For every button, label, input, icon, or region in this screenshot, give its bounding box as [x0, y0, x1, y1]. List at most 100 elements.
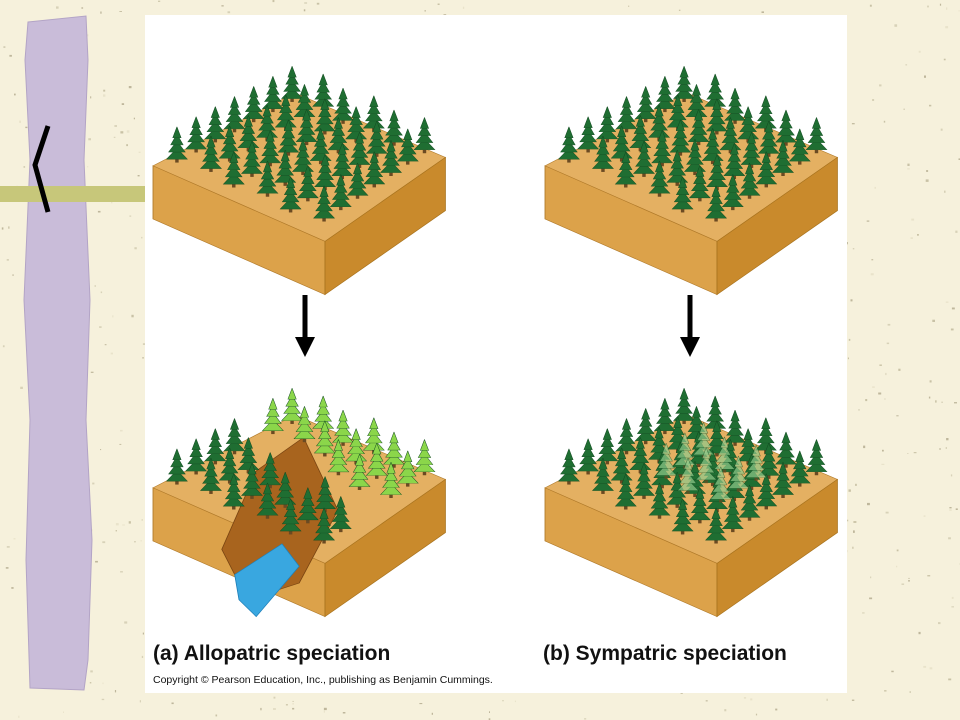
conifer-tree-icon — [362, 417, 385, 454]
conifer-tree-icon — [241, 141, 263, 177]
conifer-tree-icon — [671, 176, 694, 213]
conifer-tree-icon — [633, 463, 655, 499]
conifer-tree-icon — [634, 86, 657, 123]
conifer-tree-icon — [295, 109, 318, 146]
conifer-tree-icon — [293, 406, 316, 443]
conifer-tree-icon — [204, 428, 227, 465]
conifer-tree-icon — [772, 140, 794, 177]
conifer-tree-icon — [596, 428, 619, 465]
conifer-tree-icon — [242, 86, 265, 123]
conifer-tree-icon — [805, 439, 828, 476]
conifer-tree-icon — [740, 132, 763, 168]
down-arrow-icon — [295, 295, 315, 357]
conifer-tree-icon — [383, 431, 405, 468]
conifer-tree-icon — [757, 120, 780, 157]
conifer-tree-icon — [754, 417, 777, 454]
conifer-tree-icon — [655, 442, 678, 479]
conifer-tree-icon — [222, 473, 245, 510]
conifer-tree-icon — [745, 444, 768, 481]
conifer-tree-icon — [274, 94, 297, 131]
olive-bar — [0, 186, 150, 202]
conifer-tree-icon — [633, 141, 655, 177]
conifer-tree-icon — [757, 442, 780, 479]
conifer-tree-icon — [256, 482, 279, 519]
conifer-tree-icon — [281, 66, 304, 102]
conifer-tree-icon — [755, 473, 778, 510]
conifer-tree-icon — [673, 388, 696, 424]
decorative-post — [0, 15, 150, 691]
caption-allopatric: (a) Allopatric speciation — [153, 642, 391, 665]
conifer-tree-icon — [261, 398, 284, 435]
figure-illustration — [152, 66, 839, 618]
conifer-tree-icon — [261, 76, 284, 113]
conifer-tree-icon — [775, 109, 797, 146]
conifer-tree-icon — [772, 462, 794, 499]
conifer-tree-icon — [165, 126, 188, 163]
conifer-tree-icon — [721, 174, 744, 211]
conifer-tree-icon — [721, 496, 744, 533]
speciation-figure: (a) Allopatric speciation (b) Sympatric … — [145, 15, 847, 693]
conifer-tree-icon — [281, 388, 304, 424]
conifer-tree-icon — [185, 116, 208, 153]
conifer-tree-icon — [346, 162, 369, 199]
conifer-tree-icon — [362, 95, 385, 132]
conifer-tree-icon — [577, 116, 600, 153]
conifer-tree-icon — [380, 462, 402, 499]
copyright-notice: Copyright © Pearson Education, Inc., pub… — [153, 674, 493, 686]
conifer-tree-icon — [557, 448, 580, 485]
conifer-tree-icon — [671, 498, 694, 535]
conifer-tree-icon — [724, 409, 746, 446]
conifer-tree-icon — [685, 84, 708, 121]
conifer-tree-icon — [313, 185, 335, 222]
conifer-tree-icon — [713, 436, 736, 473]
conifer-tree-icon — [200, 458, 222, 494]
conifer-tree-icon — [788, 128, 811, 165]
conifer-tree-icon — [653, 398, 676, 435]
conifer-tree-icon — [709, 466, 732, 503]
conifer-tree-icon — [673, 66, 696, 102]
conifer-tree-icon — [363, 151, 386, 188]
conifer-tree-icon — [256, 160, 279, 197]
conifer-tree-icon — [695, 447, 718, 484]
conifer-tree-icon — [259, 130, 282, 167]
sympatric-result-block — [544, 388, 839, 618]
conifer-tree-icon — [348, 132, 371, 168]
conifer-tree-icon — [332, 87, 354, 124]
conifer-tree-icon — [365, 442, 388, 479]
conifer-tree-icon — [329, 174, 352, 211]
conifer-tree-icon — [327, 439, 350, 476]
conifer-tree-icon — [332, 409, 354, 446]
conifer-tree-icon — [185, 438, 208, 475]
conifer-tree-icon — [279, 176, 302, 213]
conifer-tree-icon — [688, 165, 711, 202]
conifer-tree-icon — [557, 126, 580, 163]
conifer-tree-icon — [296, 165, 319, 202]
conifer-tree-icon — [413, 439, 436, 476]
allopatric-start-block — [152, 66, 447, 296]
conifer-tree-icon — [614, 473, 637, 510]
conifer-tree-icon — [687, 109, 710, 146]
conifer-tree-icon — [738, 162, 761, 199]
conifer-tree-icon — [296, 487, 319, 524]
conifer-tree-icon — [241, 463, 263, 499]
conifer-tree-icon — [648, 104, 671, 141]
conifer-tree-icon — [313, 507, 335, 544]
down-arrow-icon — [680, 295, 700, 357]
conifer-tree-icon — [805, 117, 828, 154]
conifer-tree-icon — [648, 482, 671, 519]
conifer-tree-icon — [754, 95, 777, 132]
conifer-tree-icon — [331, 143, 354, 180]
conifer-tree-icon — [724, 87, 746, 124]
conifer-tree-icon — [614, 151, 637, 188]
conifer-tree-icon — [293, 84, 316, 121]
conifer-tree-icon — [704, 395, 727, 432]
conifer-tree-icon — [705, 98, 728, 135]
conifer-tree-icon — [685, 406, 708, 443]
conifer-tree-icon — [738, 484, 761, 521]
conifer-tree-icon — [677, 458, 699, 494]
conifer-tree-icon — [723, 143, 746, 180]
conifer-tree-icon — [312, 73, 335, 110]
conifer-tree-icon — [653, 76, 676, 113]
conifer-tree-icon — [380, 140, 402, 177]
conifer-tree-icon — [673, 432, 696, 469]
